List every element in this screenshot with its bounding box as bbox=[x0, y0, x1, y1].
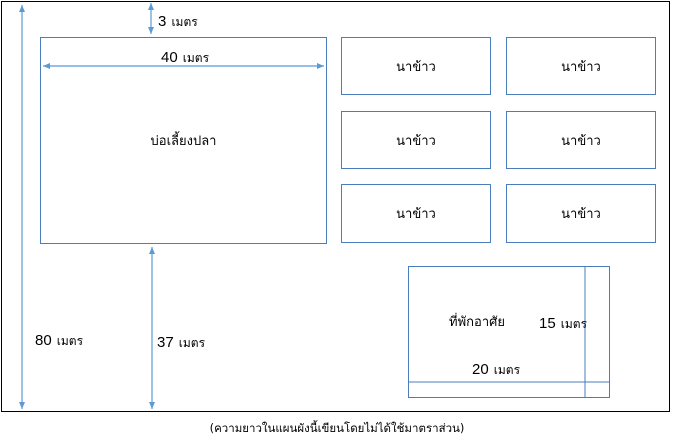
rice-field-1: นาข้าว bbox=[341, 37, 491, 95]
fish-pond-label: บ่อเลี้ยงปลา bbox=[150, 134, 217, 149]
house-height-label: 15 เมตร bbox=[539, 315, 588, 332]
rice-field-5: นาข้าว bbox=[341, 184, 491, 243]
rice-field-label: นาข้าว bbox=[396, 207, 436, 222]
residence: ที่พักอาศัย bbox=[408, 266, 610, 398]
top-gap-label: 3 เมตร bbox=[158, 13, 198, 30]
rice-field-label: นาข้าว bbox=[561, 207, 601, 222]
rice-field-label: นาข้าว bbox=[561, 59, 601, 75]
rice-field-label: นาข้าว bbox=[396, 59, 436, 75]
rice-field-2: นาข้าว bbox=[506, 37, 656, 95]
rice-field-label: นาข้าว bbox=[396, 133, 436, 149]
bottom-gap-label: 37 เมตร bbox=[157, 334, 206, 351]
rice-field-label: นาข้าว bbox=[561, 133, 601, 149]
rice-field-6: นาข้าว bbox=[506, 184, 656, 243]
total-height-label: 80 เมตร bbox=[35, 332, 84, 349]
residence-label: ที่พักอาศัย bbox=[449, 315, 505, 330]
house-width-label: 20 เมตร bbox=[472, 361, 521, 378]
scale-caption: (ความยาวในแผนผังนี้เขียนโดยไม่ได้ใช้มาตร… bbox=[209, 421, 465, 435]
pond-width-label: 40 เมตร bbox=[161, 49, 210, 66]
land-boundary bbox=[1, 1, 670, 412]
rice-field-3: นาข้าว bbox=[341, 111, 491, 169]
fish-pond: บ่อเลี้ยงปลา bbox=[40, 37, 327, 244]
rice-field-4: นาข้าว bbox=[506, 111, 656, 169]
